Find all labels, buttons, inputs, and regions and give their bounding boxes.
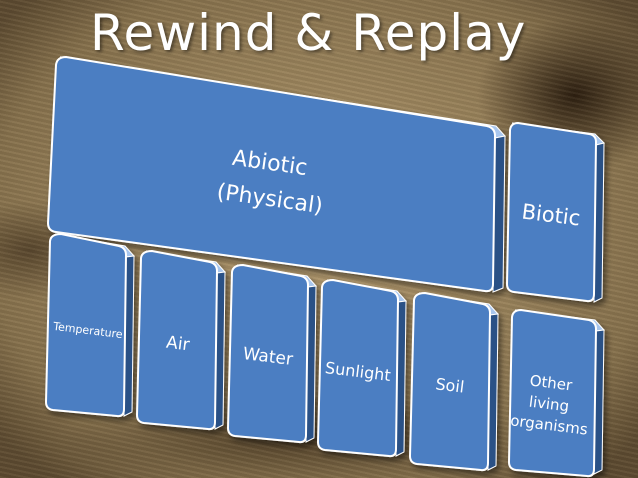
factor-box-soil <box>408 291 500 472</box>
factor-label-living: living <box>528 393 570 416</box>
abiotic-box-face <box>46 55 497 293</box>
biotic-box-face <box>505 121 598 303</box>
abiotic-box <box>46 55 506 293</box>
factor-box-sunlight <box>316 278 408 458</box>
biotic-box <box>505 121 605 303</box>
factor-box-air <box>135 249 227 431</box>
factor-label-soil: Soil <box>434 374 465 396</box>
factor-box-temperature <box>44 232 136 418</box>
factor-label-air: Air <box>165 333 191 356</box>
slide-title: Rewind & Replay <box>90 4 527 62</box>
factor-box-water <box>226 263 318 444</box>
factor-box-other-living-organisms <box>507 308 606 478</box>
factor-label-other: Other <box>529 371 574 394</box>
